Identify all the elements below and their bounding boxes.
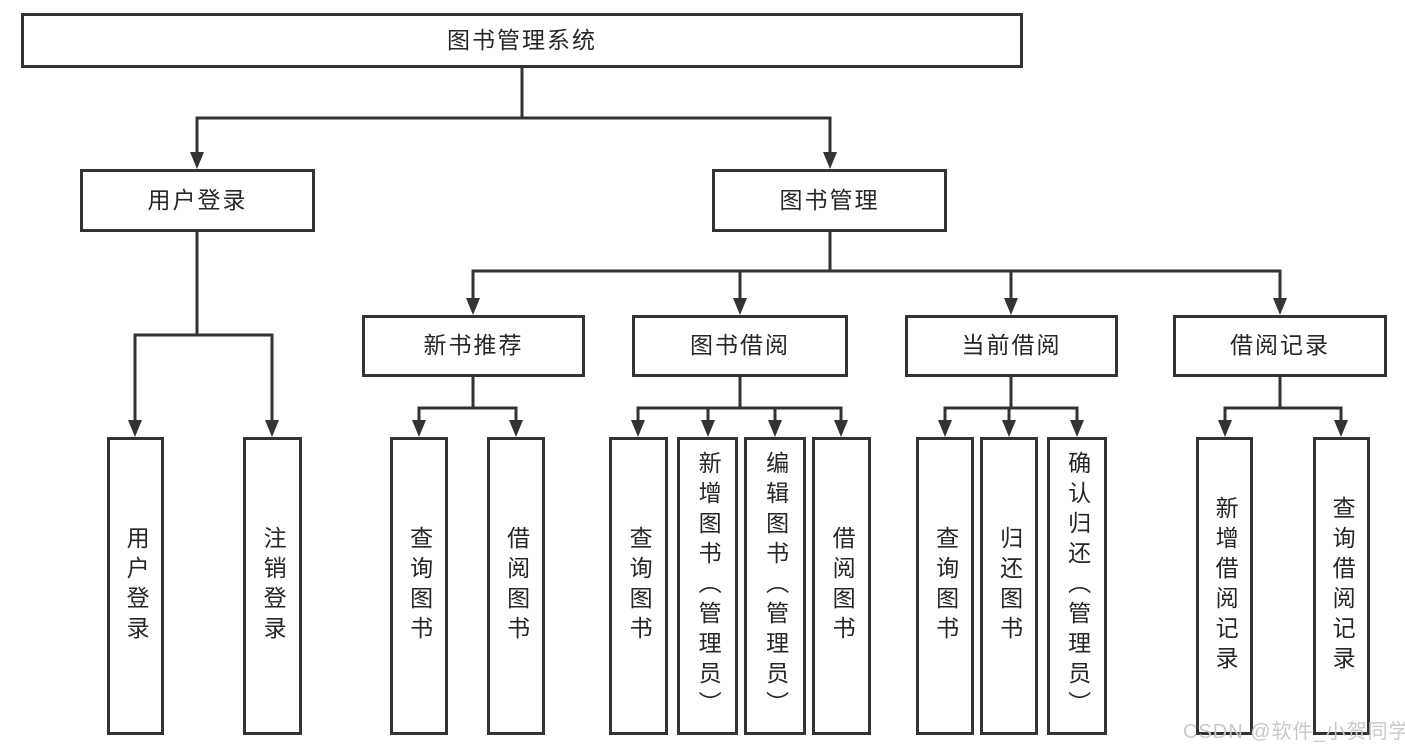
node-label: 归还图书: [996, 526, 1023, 646]
arrowheads: [128, 152, 1348, 437]
arrow-down-icon: [1273, 298, 1287, 315]
node-label: 新增图书（管理员）: [695, 451, 722, 721]
leaf-add-borrow-record: 新增借阅记录: [1196, 437, 1253, 735]
node-label: 查询图书: [932, 526, 959, 646]
leaf-add-book-admin: 新增图书（管理员）: [677, 437, 738, 735]
arrow-down-icon: [768, 420, 782, 437]
arrow-down-icon: [509, 420, 523, 437]
arrow-down-icon: [1218, 420, 1232, 437]
node-label: 查询图书: [626, 526, 653, 646]
leaf-user-login: 用户登录: [107, 437, 164, 735]
arrow-down-icon: [466, 298, 480, 315]
node-borrowing-records: 借阅记录: [1173, 315, 1387, 377]
node-current-borrowing: 当前借阅: [905, 315, 1118, 377]
arrow-down-icon: [631, 420, 645, 437]
leaf-logout: 注销登录: [243, 437, 302, 735]
node-label: 图书借阅: [690, 332, 790, 359]
leaf-query-books-borrowing: 查询图书: [609, 437, 668, 735]
node-label: 借阅图书: [829, 526, 856, 646]
leaf-return-books: 归还图书: [980, 437, 1038, 735]
arrow-down-icon: [733, 298, 747, 315]
leaf-query-borrow-record: 查询借阅记录: [1313, 437, 1370, 735]
arrow-down-icon: [1334, 420, 1348, 437]
node-book-borrowing: 图书借阅: [632, 315, 848, 377]
node-label: 借阅图书: [503, 526, 530, 646]
arrow-down-icon: [1004, 298, 1018, 315]
leaf-query-books-current: 查询图书: [916, 437, 974, 735]
node-new-book-recommendation: 新书推荐: [362, 315, 585, 377]
arrow-down-icon: [412, 420, 426, 437]
node-label: 用户登录: [123, 526, 150, 646]
arrow-down-icon: [1002, 420, 1016, 437]
node-label: 新增借阅记录: [1212, 496, 1239, 676]
arrow-down-icon: [938, 420, 952, 437]
node-label: 编辑图书（管理员）: [762, 451, 789, 721]
arrow-down-icon: [834, 420, 848, 437]
node-label: 用户登录: [147, 186, 248, 213]
leaf-edit-book-admin: 编辑图书（管理员）: [744, 437, 806, 735]
node-label: 图书管理: [779, 186, 880, 213]
node-label: 确认归还（管理员）: [1064, 451, 1091, 721]
node-label: 图书管理系统: [447, 26, 597, 53]
arrow-down-icon: [128, 420, 142, 437]
node-label: 新书推荐: [423, 332, 524, 359]
node-library-management-system: 图书管理系统: [21, 13, 1023, 68]
csdn-watermark: CSDN @软件_小贺同学: [1183, 721, 1405, 743]
node-label: 借阅记录: [1230, 332, 1330, 359]
node-label: 查询借阅记录: [1329, 496, 1356, 676]
node-book-management: 图书管理: [712, 169, 947, 232]
node-label: 查询图书: [406, 526, 433, 646]
leaf-confirm-return-admin: 确认归还（管理员）: [1047, 437, 1107, 735]
arrow-down-icon: [190, 152, 204, 169]
leaf-borrow-books-borrowing: 借阅图书: [812, 437, 871, 735]
node-user-login: 用户登录: [80, 169, 315, 232]
arrow-down-icon: [265, 420, 279, 437]
node-label: 当前借阅: [961, 332, 1062, 359]
arrow-down-icon: [823, 152, 837, 169]
leaf-borrow-books-recommend: 借阅图书: [487, 437, 545, 735]
arrow-down-icon: [701, 420, 715, 437]
node-label: 注销登录: [260, 526, 287, 646]
leaf-query-books-recommend: 查询图书: [390, 437, 448, 735]
arrow-down-icon: [1070, 420, 1084, 437]
